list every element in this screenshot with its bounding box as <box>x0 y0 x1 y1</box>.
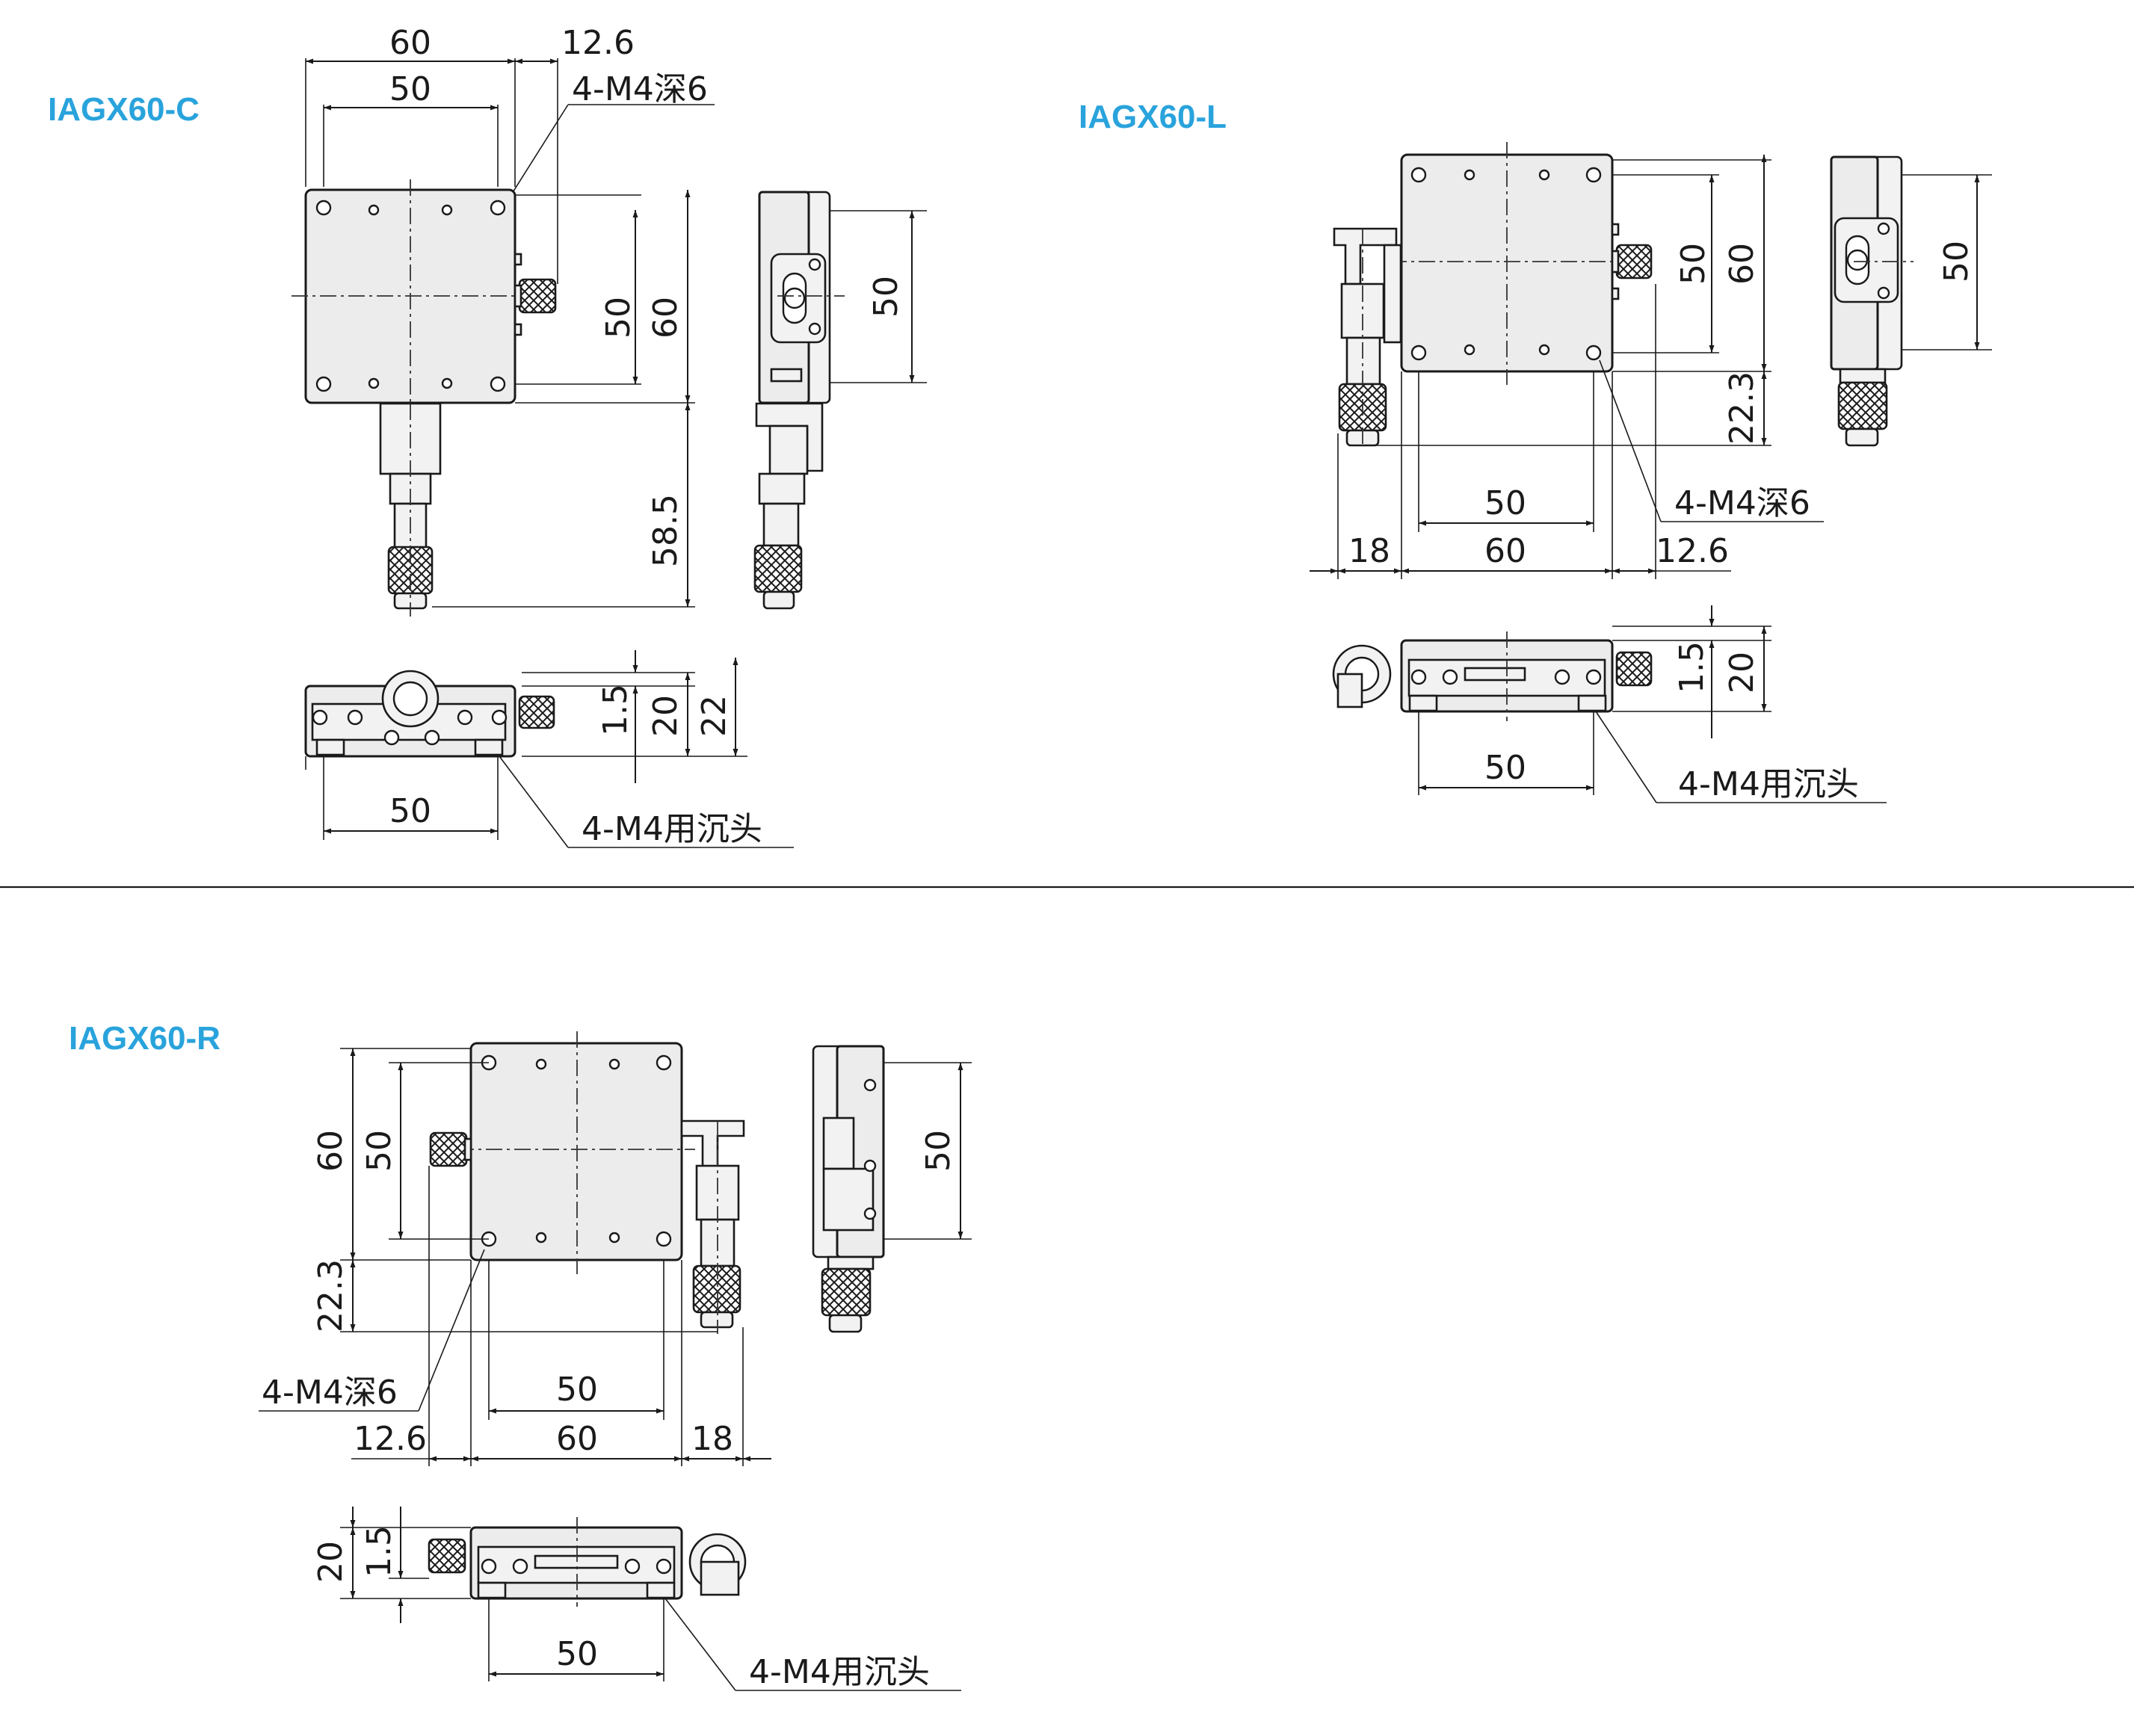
view-r-side: 50 <box>812 1045 972 1333</box>
dim-c-side-50: 50 <box>867 276 905 318</box>
dim-c-60-right: 60 <box>647 297 685 339</box>
view-c-front: 1.5 20 22 50 4-M4用沉头 <box>304 650 794 848</box>
dim-l-front-50: 50 <box>1484 749 1526 787</box>
dim-l-60-bottom: 60 <box>1484 532 1526 570</box>
dim-l-22.3-right: 22.3 <box>1723 371 1761 445</box>
dim-c-front-20: 20 <box>647 695 685 737</box>
title-iagx60-c: IAGX60-C <box>48 91 200 128</box>
dim-c-58.5-right: 58.5 <box>647 494 685 567</box>
dim-r-front-1.5: 1.5 <box>360 1525 398 1578</box>
note-r-countersunk: 4-M4用沉头 <box>749 1653 930 1691</box>
stage-r-carriage <box>469 1042 683 1261</box>
dim-r-12.6-bottom: 12.6 <box>354 1420 427 1458</box>
dim-c-front-22: 22 <box>695 695 733 737</box>
dim-l-12.6-bottom: 12.6 <box>1656 532 1729 570</box>
note-l-countersunk: 4-M4用沉头 <box>1678 765 1859 803</box>
dim-r-60-bottom: 60 <box>556 1420 598 1458</box>
view-r-top: 60 50 22.3 50 12.6 60 18 4-M4深6 <box>259 1031 771 1466</box>
note-l-holes: 4-M4深6 <box>1674 484 1810 522</box>
dim-r-22.3-left: 22.3 <box>312 1259 350 1332</box>
view-c-top: 60 50 12.6 4-M4深6 <box>292 24 715 617</box>
dim-l-side-50: 50 <box>1937 241 1976 282</box>
dim-c-50-right: 50 <box>599 297 638 339</box>
note-r-holes: 4-M4深6 <box>262 1374 398 1412</box>
view-l-top: 50 60 22.3 50 18 60 12.6 4-M4深6 <box>1310 142 1824 579</box>
dim-l-60-right: 60 <box>1723 243 1761 285</box>
title-iagx60-r: IAGX60-R <box>69 1020 221 1057</box>
view-l-front: 1.5 20 50 4-M4用沉头 <box>1332 605 1887 803</box>
dim-l-50-bottom: 50 <box>1484 484 1526 522</box>
knob-c-right <box>518 278 557 314</box>
dim-c-50-top: 50 <box>389 70 431 108</box>
dim-c-front-1.5: 1.5 <box>596 684 635 736</box>
dim-c-12.6-top: 12.6 <box>561 24 635 62</box>
view-r-front: 20 1.5 50 4-M4用沉头 <box>312 1507 961 1691</box>
dim-c-front-50: 50 <box>389 792 431 830</box>
dim-l-50-right: 50 <box>1674 243 1712 285</box>
note-c-countersunk: 4-M4用沉头 <box>582 810 762 848</box>
dim-r-side-50: 50 <box>919 1130 957 1172</box>
dim-r-50-bottom: 50 <box>556 1371 598 1409</box>
dim-l-front-1.5: 1.5 <box>1673 641 1711 694</box>
view-c-side: 50 <box>753 191 927 610</box>
dim-l-18-bottom: 18 <box>1348 532 1390 570</box>
title-iagx60-l: IAGX60-L <box>1079 99 1227 135</box>
dim-r-front-20: 20 <box>312 1541 350 1583</box>
view-l-side: 50 <box>1830 155 1992 447</box>
dim-r-50-left: 50 <box>360 1130 398 1172</box>
dim-r-front-50: 50 <box>556 1635 598 1673</box>
dim-c-60-top: 60 <box>389 24 431 62</box>
dim-l-front-20: 20 <box>1723 652 1761 694</box>
dim-r-60-left: 60 <box>312 1130 350 1172</box>
note-c-holes: 4-M4深6 <box>572 70 708 108</box>
dim-r-18-bottom: 18 <box>691 1420 733 1458</box>
